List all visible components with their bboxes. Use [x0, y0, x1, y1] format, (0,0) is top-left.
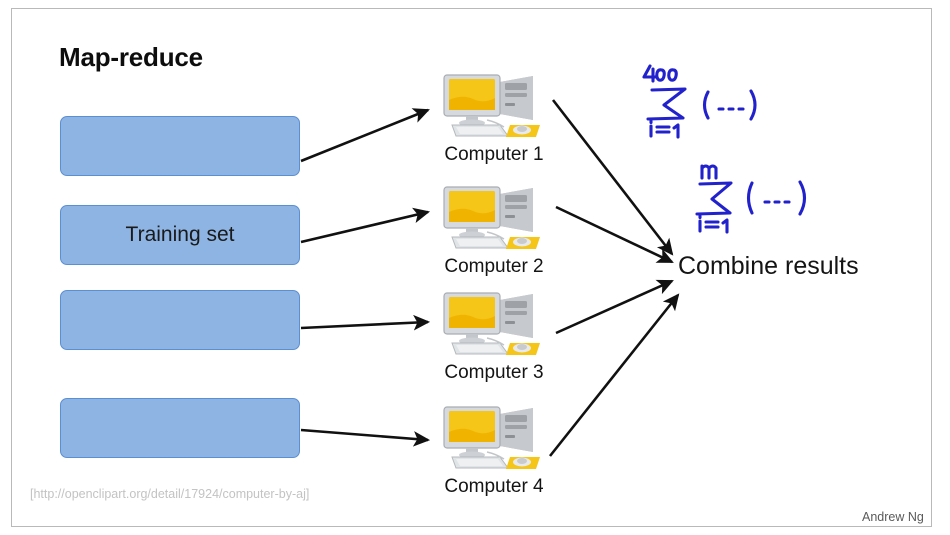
desktop-computer-icon — [443, 292, 540, 355]
desktop-computer-icon — [443, 74, 540, 137]
handwritten-summation-m — [695, 164, 807, 234]
author-attribution: Andrew Ng — [862, 510, 924, 524]
computer-node: Computer 2 — [424, 182, 564, 278]
page-title: Map-reduce — [59, 42, 203, 72]
training-set-block — [60, 116, 300, 176]
clipart-attribution: [http://openclipart.org/detail/17924/com… — [30, 487, 310, 501]
computer-label: Computer 3 — [444, 362, 544, 383]
computer-node: Computer 1 — [424, 70, 564, 166]
training-set-block: Training set — [60, 205, 300, 265]
computer-label: Computer 4 — [444, 476, 544, 497]
combine-results-label: Combine results — [678, 252, 859, 280]
computer-label: Computer 1 — [444, 144, 544, 165]
desktop-computer-icon — [443, 186, 540, 249]
computer-label: Computer 2 — [444, 256, 544, 277]
computer-node: Computer 3 — [424, 288, 564, 384]
computer-node: Computer 4 — [424, 402, 564, 498]
training-set-block-label: Training set — [125, 223, 235, 246]
training-set-block — [60, 290, 300, 350]
training-set-block — [60, 398, 300, 458]
handwritten-summation-400 — [642, 64, 757, 139]
desktop-computer-icon — [443, 406, 540, 469]
